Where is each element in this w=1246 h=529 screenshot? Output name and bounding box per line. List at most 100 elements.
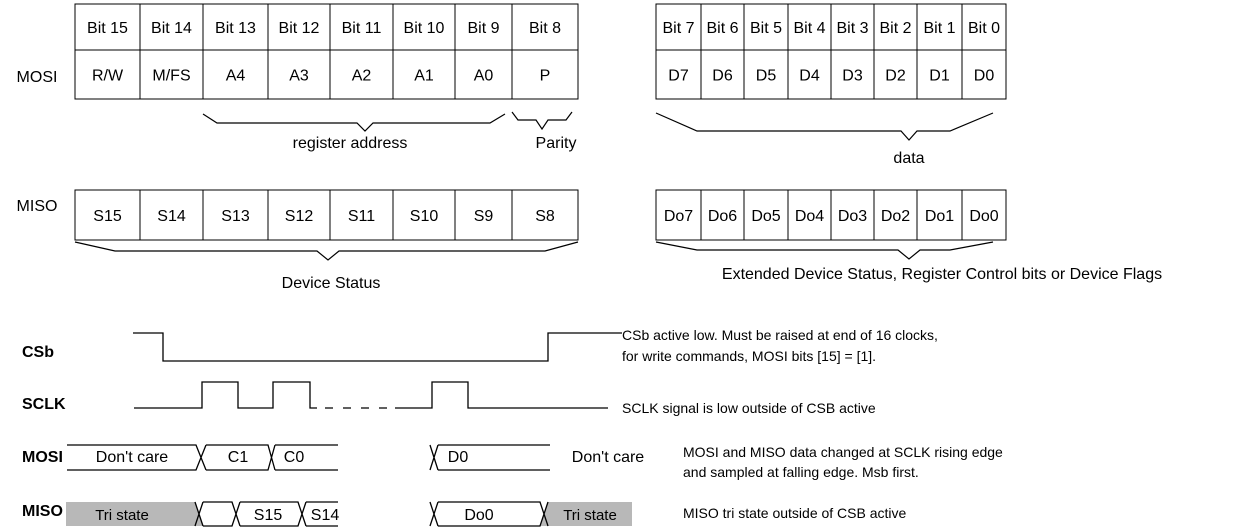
header-cell xyxy=(392,3,456,51)
miso-cell xyxy=(830,189,875,241)
bit-header: Bit 1 xyxy=(923,20,955,37)
miso-cell xyxy=(655,189,702,241)
csb-note-line2: for write commands, MOSI bits [15] = [1]… xyxy=(622,348,876,364)
bit-header: Bit 12 xyxy=(279,20,320,37)
mosi-note-line1: MOSI and MISO data changed at SCLK risin… xyxy=(683,444,1003,460)
header-cell xyxy=(743,3,789,51)
bit-header: Bit 11 xyxy=(342,20,382,37)
header-cell xyxy=(830,3,875,51)
mosi-cell xyxy=(873,49,918,100)
mosi-cell xyxy=(830,49,875,100)
mosi-dont-care-post: Don't care xyxy=(572,449,645,466)
bit-header: Bit 2 xyxy=(879,20,911,37)
miso-cell xyxy=(454,189,513,241)
miso-cell xyxy=(267,189,331,241)
miso-tristate-pre: Tri state xyxy=(95,507,149,524)
extended-status-label: Extended Device Status, Register Control… xyxy=(722,266,1162,283)
miso-note: MISO tri state outside of CSB active xyxy=(683,505,907,521)
bit-header: Bit 4 xyxy=(793,20,825,37)
mosi-cell xyxy=(961,49,1007,100)
miso-bit-value: S13 xyxy=(221,208,250,225)
parity-brace xyxy=(511,111,573,131)
miso-bit-value: S14 xyxy=(157,208,186,225)
mosi-cell xyxy=(74,49,141,100)
miso-cell xyxy=(139,189,204,241)
miso-s15: S15 xyxy=(254,507,283,524)
miso-signal-label: MISO xyxy=(22,503,63,520)
extended-status-brace xyxy=(655,241,994,260)
mosi-bit-value: D0 xyxy=(974,68,995,85)
data-label: data xyxy=(893,150,924,167)
sclk-waveform xyxy=(134,381,317,409)
mosi-bit-value: M/FS xyxy=(152,68,190,85)
mosi-d0: D0 xyxy=(448,449,469,466)
header-cell xyxy=(916,3,963,51)
mosi-bit-value: A2 xyxy=(352,68,372,85)
miso-bit-value: Do2 xyxy=(881,208,910,225)
bit-header: Bit 14 xyxy=(151,20,192,37)
mosi-cell xyxy=(787,49,832,100)
miso-bus: Tri state S15 S14 Do0 Tri state xyxy=(66,501,632,527)
bit-header: Bit 7 xyxy=(662,20,694,37)
bit-header: Bit 10 xyxy=(404,20,445,37)
mosi-cell xyxy=(511,49,579,100)
mosi-cell xyxy=(700,49,745,100)
miso-cell xyxy=(873,189,918,241)
mosi-bit-value: D2 xyxy=(885,68,906,85)
miso-cell xyxy=(961,189,1007,241)
mosi-c1: C1 xyxy=(228,449,249,466)
miso-bit-value: Do7 xyxy=(664,208,693,225)
bit-header: Bit 0 xyxy=(968,20,1000,37)
miso-bit-value: Do3 xyxy=(838,208,867,225)
miso-s14: S14 xyxy=(311,507,340,524)
mosi-cell xyxy=(139,49,204,100)
miso-bit-value: S15 xyxy=(93,208,122,225)
parity-label: Parity xyxy=(536,135,577,152)
bit-header: Bit 15 xyxy=(87,20,128,37)
miso-cell xyxy=(202,189,269,241)
csb-signal-label: CSb xyxy=(22,344,54,361)
miso-tristate-post: Tri state xyxy=(563,507,617,524)
mosi-signal-label: MOSI xyxy=(22,449,63,466)
miso-cell xyxy=(392,189,456,241)
miso-bit-value: Do6 xyxy=(708,208,737,225)
mosi-bit-value: A3 xyxy=(289,68,309,85)
data-brace xyxy=(655,112,994,141)
miso-cell xyxy=(916,189,963,241)
mosi-row-label: MOSI xyxy=(17,69,58,86)
mosi-note-line2: and sampled at falling edge. Msb first. xyxy=(683,464,919,480)
miso-bit-value: S12 xyxy=(285,208,314,225)
mosi-c0: C0 xyxy=(284,449,305,466)
header-cell xyxy=(961,3,1007,51)
bit-header: Bit 8 xyxy=(529,20,561,37)
csb-waveform xyxy=(133,332,622,362)
miso-bit-value: S9 xyxy=(474,208,494,225)
miso-bit-value: Do0 xyxy=(969,208,998,225)
mosi-bit-value: D5 xyxy=(756,68,777,85)
csb-note-line1: CSb active low. Must be raised at end of… xyxy=(622,327,938,343)
bit-header: Bit 3 xyxy=(836,20,868,37)
miso-bit-value: Do1 xyxy=(925,208,954,225)
miso-cell xyxy=(787,189,832,241)
mosi-cell xyxy=(202,49,269,100)
miso-row-label: MISO xyxy=(17,198,58,215)
mosi-bit-value: D6 xyxy=(712,68,733,85)
header-cell xyxy=(873,3,918,51)
miso-do0: Do0 xyxy=(464,507,493,524)
mosi-bit-value: D3 xyxy=(842,68,863,85)
mosi-cell xyxy=(329,49,394,100)
miso-bit-value: S11 xyxy=(348,208,375,225)
bit-header: Bit 5 xyxy=(750,20,782,37)
mosi-bit-value: D4 xyxy=(799,68,820,85)
header-cell xyxy=(267,3,331,51)
bit-header: Bit 9 xyxy=(467,20,499,37)
miso-tristate-pre-block xyxy=(66,502,203,526)
miso-bit-value: Do5 xyxy=(751,208,780,225)
miso-bit-value: S8 xyxy=(535,208,555,225)
mosi-bit-value: R/W xyxy=(92,68,124,85)
miso-bit-value: Do4 xyxy=(795,208,824,225)
header-cell xyxy=(454,3,513,51)
